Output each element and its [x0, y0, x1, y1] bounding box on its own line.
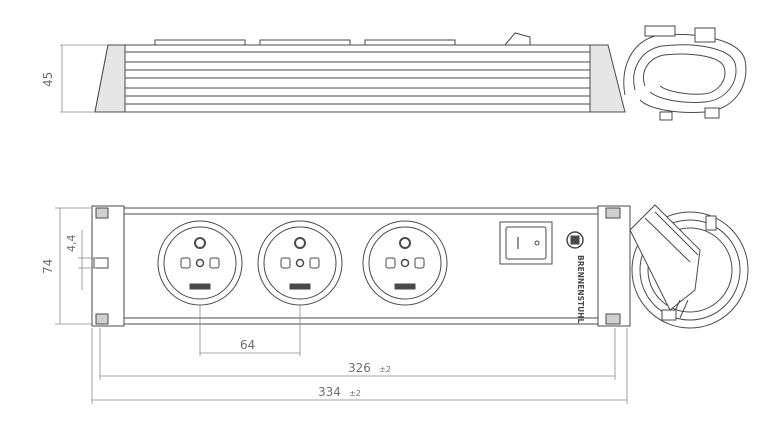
- dim-334-tol: ±2: [349, 389, 361, 398]
- dim-side-height: [60, 44, 108, 113]
- dim-label-334: 334 ±2: [318, 381, 361, 400]
- brand-text: BRENNENSTUHL: [576, 255, 585, 323]
- dim-label-74: 74: [41, 259, 55, 274]
- side-right-cap: [589, 44, 626, 113]
- front-view: [91, 204, 749, 329]
- side-left-cap: [94, 44, 126, 113]
- front-dimensions: [55, 207, 628, 404]
- power-switch: [499, 221, 553, 265]
- side-top-bump-3: [364, 39, 456, 46]
- socket-3: [362, 220, 448, 306]
- side-switch: [503, 32, 531, 46]
- front-coiled-cable: [629, 204, 749, 329]
- dim-334-value: 334: [318, 385, 341, 399]
- dim-label-4-4: 4,4: [65, 235, 78, 253]
- dim-label-45: 45: [41, 72, 55, 87]
- side-view: [94, 25, 747, 121]
- brand-logo: [566, 231, 584, 249]
- dim-label-64: 64: [240, 338, 255, 352]
- dim-label-326: 326 ±2: [348, 357, 391, 376]
- side-top-bump-2: [259, 39, 351, 46]
- socket-1: [157, 220, 243, 306]
- side-coiled-cable: [623, 25, 747, 121]
- dim-326-value: 326: [348, 361, 371, 375]
- front-right-cap: [597, 205, 631, 327]
- side-top-bump-1: [154, 39, 246, 46]
- socket-2: [257, 220, 343, 306]
- dim-326-tol: ±2: [379, 365, 391, 374]
